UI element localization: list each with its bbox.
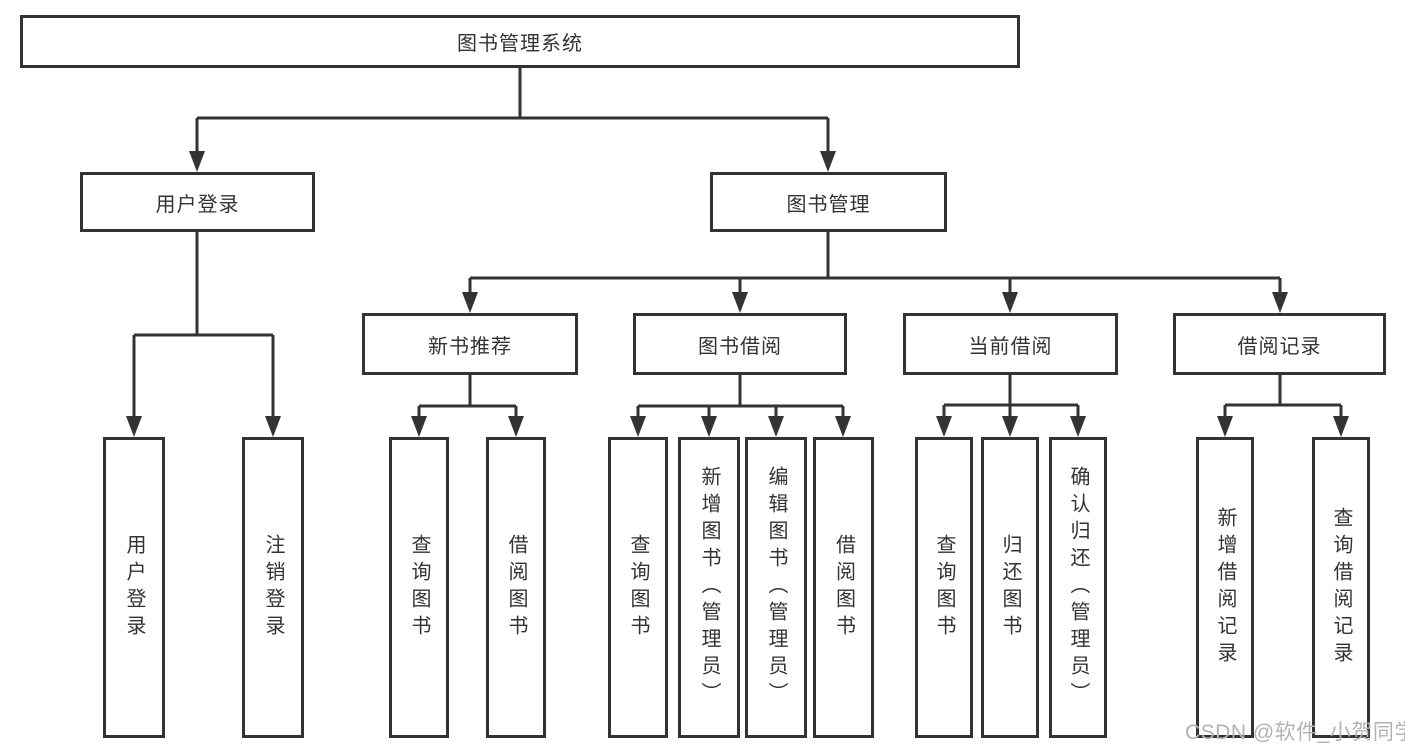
node-label: 新书推荐 [428, 335, 512, 358]
leaf-label: 查询借阅记录 [1330, 506, 1352, 669]
leaf-query-books: 查询图书 [389, 437, 449, 738]
leaf-logout: 注销登录 [242, 437, 304, 738]
leaf-query-books: 查询图书 [915, 437, 973, 738]
leaf-add-borrow-record: 新增借阅记录 [1196, 437, 1254, 738]
leaf-label: 查询图书 [627, 533, 649, 642]
leaf-add-books-admin: 新增图书（管理员） [678, 437, 740, 738]
leaf-label: 新增借阅记录 [1214, 506, 1236, 669]
leaf-confirm-return-admin: 确认归还（管理员） [1049, 437, 1107, 738]
node-borrowing-records: 借阅记录 [1173, 313, 1386, 375]
node-label: 当前借阅 [968, 335, 1053, 358]
leaf-user-login: 用户登录 [103, 437, 165, 738]
node-book-management: 图书管理 [710, 172, 947, 232]
node-label: 借阅记录 [1237, 335, 1322, 358]
leaf-label: 归还图书 [999, 533, 1021, 642]
leaf-label: 查询图书 [933, 533, 955, 642]
node-current-borrowing: 当前借阅 [903, 313, 1118, 375]
arrowhead-icons [126, 151, 1349, 437]
leaf-return-books: 归还图书 [981, 437, 1039, 738]
connector-path [132, 68, 1343, 423]
leaf-label: 借阅图书 [832, 533, 855, 642]
leaf-query-books: 查询图书 [608, 437, 668, 738]
leaf-label: 编辑图书（管理员） [765, 466, 787, 709]
node-book-borrowing: 图书借阅 [633, 313, 847, 375]
node-label: 图书借阅 [698, 335, 782, 358]
leaf-label: 查询图书 [408, 533, 430, 642]
leaf-borrow-books: 借阅图书 [486, 437, 546, 738]
csdn-watermark: CSDN @软件_小贺同学 [1185, 721, 1405, 744]
leaf-label: 确认归还（管理员） [1067, 466, 1089, 709]
leaf-label: 新增图书（管理员） [698, 466, 720, 709]
leaf-label: 借阅图书 [505, 533, 527, 642]
leaf-label: 用户登录 [123, 533, 145, 642]
node-label: 图书管理 [786, 193, 871, 216]
node-library-management-system: 图书管理系统 [20, 15, 1020, 68]
node-user-login: 用户登录 [80, 172, 315, 232]
node-new-book-recommendation: 新书推荐 [362, 313, 578, 375]
node-label: 用户登录 [155, 193, 240, 216]
node-label: 图书管理系统 [457, 33, 583, 55]
leaf-label: 注销登录 [262, 533, 284, 642]
leaf-edit-books-admin: 编辑图书（管理员） [745, 437, 807, 738]
leaf-query-borrow-record: 查询借阅记录 [1312, 437, 1370, 738]
leaf-borrow-books: 借阅图书 [813, 437, 874, 738]
